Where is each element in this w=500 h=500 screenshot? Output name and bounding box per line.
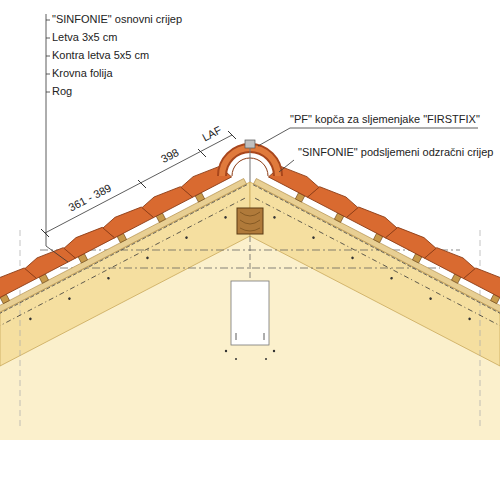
dimension-label: 361 - 389 [65, 181, 114, 215]
dimension-label: LAF [199, 123, 225, 145]
part-label: "SINFONIE" podsljemeni odzračni crijep [298, 146, 494, 159]
part-label: "SINFONIE" osnovni crijep [52, 13, 182, 26]
part-label: Letva 3x5 cm [52, 31, 117, 44]
part-label: "PF" kopča za sljemenjake "FIRSTFIX" [290, 113, 480, 126]
part-label: Rog [52, 85, 72, 98]
part-label: Krovna folija [52, 67, 113, 80]
part-label: Kontra letva 5x5 cm [52, 49, 149, 62]
